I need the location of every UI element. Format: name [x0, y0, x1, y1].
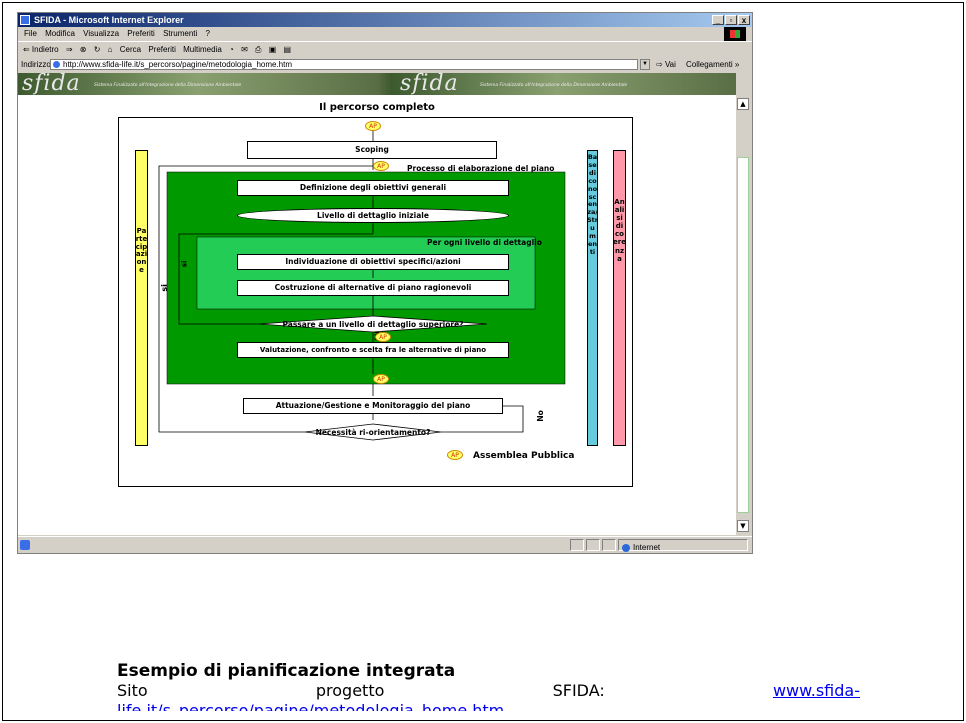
initial-level-ellipse: Livello di dettaglio iniziale	[237, 208, 509, 223]
knowledge-base-label: Base di conoscenza/ Strumenti	[587, 153, 598, 256]
menu-file[interactable]: File	[24, 29, 37, 38]
site-banner: sfida Sistema Finalizzato all'Integrazio…	[18, 71, 736, 96]
ap-badge: AP	[375, 332, 391, 342]
ap-badge: AP	[373, 374, 389, 384]
globe-icon	[622, 543, 630, 552]
scroll-down-icon[interactable]: ▼	[737, 520, 749, 532]
banner-logo-2: sfida	[400, 71, 459, 96]
address-input[interactable]: http://www.sfida-life.it/s_percorso/pagi…	[50, 59, 638, 70]
legend-label: Assemblea Pubblica	[473, 451, 575, 461]
menu-help[interactable]: ?	[205, 29, 210, 38]
per-level-label: Per ogni livello di dettaglio	[427, 238, 542, 247]
process-diagram: AP Scoping AP Processo di elaborazione d…	[118, 117, 633, 487]
banner-logo: sfida	[22, 71, 81, 96]
zone-segment: Internet	[618, 539, 748, 552]
forward-button[interactable]: ⇒	[65, 45, 73, 54]
browser-window: SFIDA - Microsoft Internet Explorer _ ▫ …	[17, 12, 753, 554]
favorites-button[interactable]: Preferiti	[148, 45, 176, 54]
caption-word-progetto: progetto	[315, 681, 385, 700]
scroll-thumb[interactable]	[737, 157, 749, 513]
go-button[interactable]: ⇨ Vai	[656, 60, 676, 69]
implementation-box: Attuazione/Gestione e Monitoraggio del p…	[243, 398, 503, 414]
scroll-up-icon[interactable]: ▲	[737, 98, 749, 110]
stop-icon[interactable]: ⊗	[79, 45, 87, 54]
coherence-bar	[613, 150, 626, 446]
zone-label: Internet	[633, 542, 661, 552]
home-icon[interactable]: ⌂	[107, 45, 113, 54]
maximize-button[interactable]: ▫	[725, 15, 737, 25]
mail-icon[interactable]: ✉	[241, 45, 248, 54]
page-status-icon	[20, 540, 30, 550]
title-bar: SFIDA - Microsoft Internet Explorer _ ▫ …	[18, 13, 752, 27]
windows-logo-icon	[724, 27, 746, 41]
participation-bar	[135, 150, 148, 446]
ie-icon	[20, 15, 30, 25]
print-icon[interactable]: ⎙	[255, 45, 262, 54]
objectives-box: Definizione degli obiettivi generali	[237, 180, 509, 196]
caption-word-sito: Sito	[117, 681, 148, 700]
status-segment	[570, 539, 584, 551]
banner-subtitle: Sistema Finalizzato all'Integrazione del…	[94, 83, 242, 88]
back-button[interactable]: ⇐ Indietro	[23, 45, 59, 54]
page-content: Il percorso completo	[18, 95, 736, 535]
links-button[interactable]: Collegamenti »	[686, 60, 740, 69]
coherence-label: Analisi di coerenza	[613, 198, 626, 263]
legend-ap-icon: AP	[447, 450, 463, 460]
address-dropdown-icon[interactable]: ▼	[640, 59, 650, 70]
menu-preferiti[interactable]: Preferiti	[127, 29, 155, 38]
menu-strumenti[interactable]: Strumenti	[163, 29, 198, 38]
banner-subtitle-2: Sistema Finalizzato all'Integrazione del…	[480, 83, 628, 88]
status-segment	[586, 539, 600, 551]
menu-modifica[interactable]: Modifica	[45, 29, 75, 38]
caption-text: Sito progetto SFIDA: www.sfida-	[117, 681, 860, 701]
caption-link[interactable]: www.sfida-	[772, 681, 860, 700]
alternatives-box: Costruzione di alternative di piano ragi…	[237, 280, 509, 296]
ap-badge: AP	[373, 161, 389, 171]
knowledge-base-bar	[587, 150, 598, 446]
caption-link-continued[interactable]: life.it/s_percorso/pagine/metodologia_ho…	[117, 701, 505, 711]
minimize-button[interactable]: _	[712, 15, 724, 25]
process-label: Processo di elaborazione del piano	[407, 164, 555, 173]
pass-level-decision: Passare a un livello di dettaglio superi…	[282, 320, 464, 329]
toolbar: ⇐ Indietro ⇒ ⊗ ↻ ⌂ Cerca Preferiti Multi…	[18, 41, 752, 58]
history-icon[interactable]: ◔	[229, 45, 234, 54]
reorient-decision: Necessità ri-orientamento?	[315, 428, 431, 437]
ap-badge: AP	[365, 121, 381, 131]
media-button[interactable]: Multimedia	[183, 45, 222, 54]
participation-label: Partecipazione	[135, 227, 148, 274]
go-label: Vai	[664, 60, 676, 69]
caption: Esempio di pianificazione integrata Sito…	[117, 661, 860, 711]
page-title: Il percorso completo	[319, 102, 435, 113]
evaluation-box: Valutazione, confronto e scelta fra le a…	[237, 342, 509, 358]
close-button[interactable]: x	[738, 15, 750, 25]
si-inner-label: si	[180, 260, 189, 268]
vertical-scrollbar[interactable]: ▲ ▼	[736, 95, 750, 535]
caption-word-sfida: SFIDA:	[552, 681, 605, 700]
no-outer-label: No	[535, 410, 545, 422]
window-title: SFIDA - Microsoft Internet Explorer	[34, 15, 184, 25]
search-button[interactable]: Cerca	[119, 45, 142, 54]
menu-visualizza[interactable]: Visualizza	[83, 29, 120, 38]
status-segment	[602, 539, 616, 551]
caption-title: Esempio di pianificazione integrata	[117, 661, 456, 681]
si-outer-label: si	[159, 284, 169, 292]
refresh-icon[interactable]: ↻	[93, 45, 101, 54]
address-bar: Indirizzo http://www.sfida-life.it/s_per…	[18, 58, 752, 72]
status-bar: Internet	[18, 536, 752, 553]
specific-objectives-box: Individuazione di obiettivi specifici/az…	[237, 254, 509, 270]
discuss-icon[interactable]: ▤	[283, 45, 292, 54]
scoping-box: Scoping	[247, 141, 497, 159]
address-label: Indirizzo	[21, 60, 51, 69]
edit-icon[interactable]: ▣	[268, 45, 277, 54]
menu-bar: File Modifica Visualizza Preferiti Strum…	[18, 27, 752, 41]
